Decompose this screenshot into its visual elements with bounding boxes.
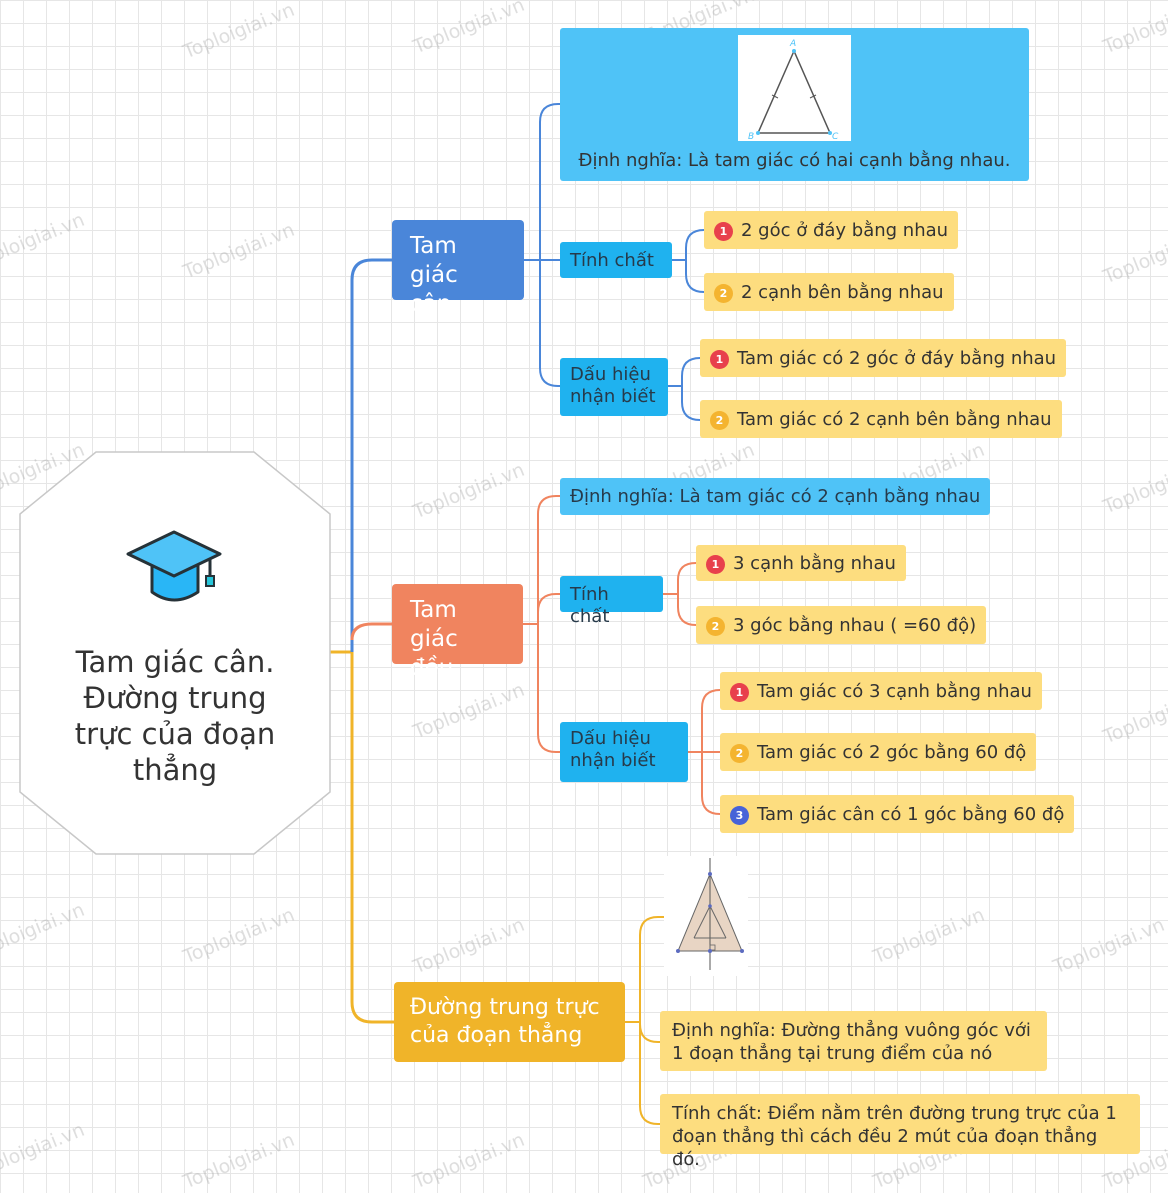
- item-text: 3 góc bằng nhau ( =60 độ): [733, 615, 977, 636]
- perpendicular-bisector-property[interactable]: Tính chất: Điểm nằm trên đường trung trự…: [660, 1094, 1140, 1170]
- item-text: 2 cạnh bên bằng nhau: [741, 282, 944, 303]
- isosceles-triangle-figure: A B C: [738, 35, 851, 142]
- isosceles-properties-node[interactable]: Tính chất: [560, 242, 672, 278]
- list-item[interactable]: 2 3 góc bằng nhau ( =60 độ): [696, 606, 987, 644]
- vertex-label-c: C: [832, 132, 839, 141]
- number-badge: 2: [706, 617, 725, 636]
- list-item[interactable]: 2 Tam giác có 2 cạnh bên bằng nhau: [700, 400, 1062, 438]
- item-text: Tam giác cân có 1 góc bằng 60 độ: [757, 804, 1065, 825]
- definition-text: Định nghĩa: Là tam giác có hai cạnh bằng…: [578, 150, 1011, 171]
- item-text: Tam giác có 2 góc bằng 60 độ: [757, 742, 1027, 763]
- root-node[interactable]: Tam giác cân. Đường trung trực của đoạn …: [18, 446, 332, 860]
- number-badge: 2: [730, 744, 749, 763]
- number-badge: 1: [710, 350, 729, 369]
- item-text: Tam giác có 3 cạnh bằng nhau: [757, 681, 1032, 702]
- list-item[interactable]: 2 Tam giác có 2 góc bằng 60 độ: [720, 733, 1037, 771]
- item-text: 3 cạnh bằng nhau: [733, 553, 896, 574]
- item-text: 2 góc ở đáy bằng nhau: [741, 220, 949, 241]
- vertex-label-a: A: [789, 39, 796, 49]
- list-item[interactable]: 2 2 cạnh bên bằng nhau: [704, 273, 954, 311]
- number-badge: 2: [714, 284, 733, 303]
- list-item[interactable]: 1 3 cạnh bằng nhau: [696, 545, 906, 581]
- perpendicular-bisector-definition[interactable]: Định nghĩa: Đường thẳng vuông góc với 1 …: [660, 1011, 1047, 1071]
- item-text: Tam giác có 2 góc ở đáy bằng nhau: [737, 348, 1057, 369]
- equilateral-signs-node[interactable]: Dấu hiệu nhận biết: [560, 722, 688, 782]
- equilateral-properties-node[interactable]: Tính chất: [560, 576, 663, 627]
- branch-title: Tam giác đều: [410, 597, 458, 681]
- graduation-cap-icon: [126, 526, 222, 614]
- list-item[interactable]: 1 Tam giác có 3 cạnh bằng nhau: [720, 672, 1042, 710]
- branch-equilateral-triangle[interactable]: Tam giác đều: [392, 584, 523, 681]
- equilateral-definition-node[interactable]: Định nghĩa: Là tam giác có 2 cạnh bằng n…: [560, 478, 991, 515]
- number-badge: 1: [714, 222, 733, 241]
- number-badge: 1: [706, 555, 725, 574]
- list-item[interactable]: 1 Tam giác có 2 góc ở đáy bằng nhau: [700, 339, 1067, 377]
- branch-isosceles-triangle[interactable]: Tam giác cân: [392, 220, 524, 317]
- branch-perpendicular-bisector[interactable]: Đường trung trực của đoạn thẳng: [394, 982, 625, 1062]
- isosceles-signs-node[interactable]: Dấu hiệu nhận biết: [560, 358, 668, 416]
- list-item[interactable]: 1 2 góc ở đáy bằng nhau: [704, 211, 959, 249]
- number-badge: 1: [730, 683, 749, 702]
- vertex-label-b: B: [748, 132, 754, 141]
- perpendicular-bisector-figure: [664, 856, 748, 976]
- branch-title: Tam giác cân: [410, 233, 458, 317]
- number-badge: 3: [730, 806, 749, 825]
- root-title: Tam giác cân. Đường trung trực của đoạn …: [74, 645, 276, 787]
- number-badge: 2: [710, 411, 729, 430]
- item-text: Tam giác có 2 cạnh bên bằng nhau: [737, 409, 1052, 430]
- branch-title: Đường trung trực của đoạn thẳng: [410, 995, 600, 1048]
- isosceles-definition-card[interactable]: A B C Định nghĩa: Là tam giác có hai cạn…: [560, 28, 1029, 181]
- list-item[interactable]: 3 Tam giác cân có 1 góc bằng 60 độ: [720, 795, 1075, 833]
